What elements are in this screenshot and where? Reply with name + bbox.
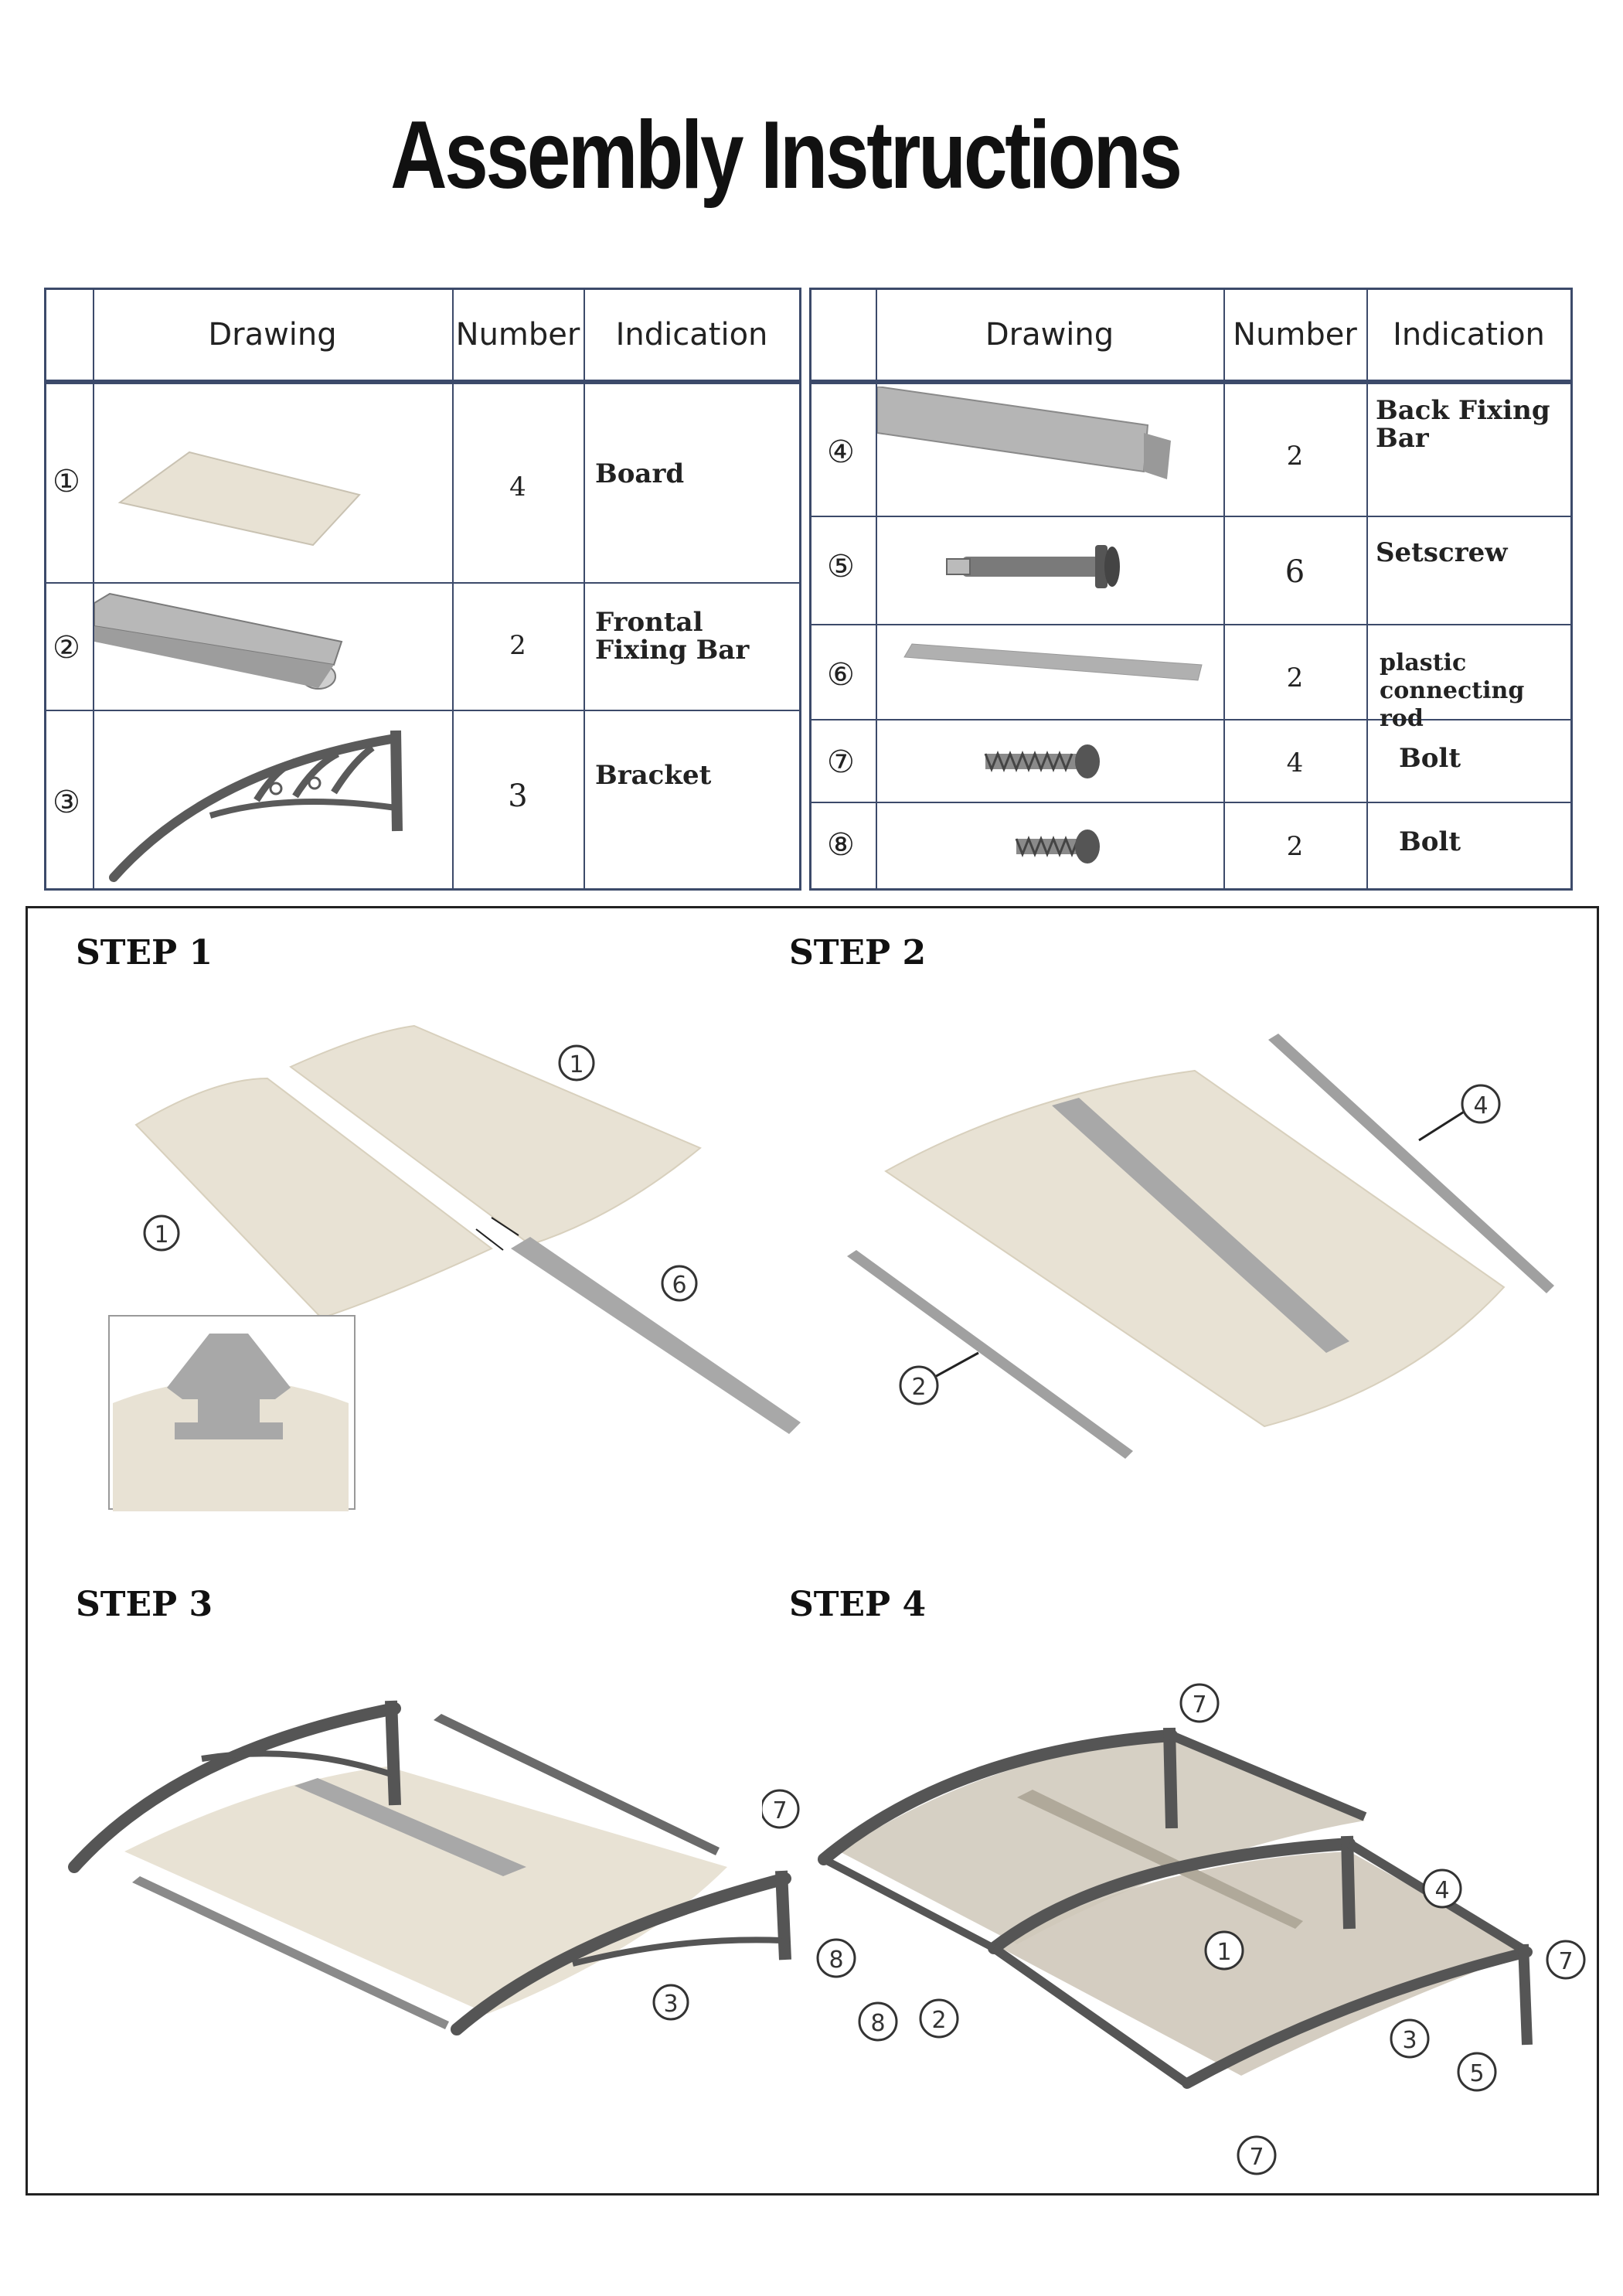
callout: 8 bbox=[858, 2001, 898, 2042]
svg-text:8: 8 bbox=[870, 2010, 885, 2037]
parts-table-left: Drawing Number Indication ① 4 Board ② 2 … bbox=[44, 288, 801, 891]
header-number: Number bbox=[452, 290, 584, 384]
row-number: 2 bbox=[1286, 831, 1304, 862]
row-indication: Back Fixing Bar bbox=[1376, 395, 1550, 454]
row-index: ③ bbox=[53, 785, 80, 820]
page-title: Assembly Instructions bbox=[390, 102, 1182, 209]
callout: 4 bbox=[1422, 1868, 1462, 1909]
parts-table-right: Drawing Number Indication ④ 2 Back Fixin… bbox=[809, 288, 1573, 891]
svg-text:8: 8 bbox=[829, 1947, 843, 1974]
svg-text:7: 7 bbox=[1249, 2144, 1264, 2171]
header-index bbox=[812, 290, 876, 384]
callout: 8 bbox=[816, 1938, 856, 1978]
row-indication: Bolt bbox=[1399, 743, 1461, 774]
board-icon bbox=[117, 451, 361, 547]
row-number: 2 bbox=[509, 630, 526, 661]
step-4-label: STEP 4 bbox=[789, 1585, 927, 1624]
callout: 6 bbox=[661, 1265, 698, 1302]
connecting-rod-icon bbox=[903, 643, 1203, 681]
callout: 7 bbox=[762, 1789, 800, 1829]
row-indication: Setscrew bbox=[1376, 537, 1508, 568]
svg-text:7: 7 bbox=[1192, 1691, 1206, 1719]
row-number: 2 bbox=[1286, 441, 1304, 472]
row-number: 6 bbox=[1284, 554, 1305, 590]
frontal-fixing-bar-icon bbox=[94, 592, 343, 690]
callout: 5 bbox=[1457, 2052, 1497, 2092]
row-indication: Bracket bbox=[595, 760, 712, 791]
row-index: ④ bbox=[827, 434, 855, 470]
step-1-illustration: 1 1 6 bbox=[108, 1024, 801, 1511]
row-index: ② bbox=[53, 630, 80, 666]
back-fixing-bar-icon bbox=[877, 387, 1171, 479]
svg-text:6: 6 bbox=[672, 1272, 686, 1299]
row-indication: Bolt bbox=[1399, 826, 1461, 857]
bracket-icon bbox=[109, 730, 403, 882]
row-index: ⑥ bbox=[827, 657, 855, 693]
row-number: 3 bbox=[508, 778, 528, 814]
header-index bbox=[46, 290, 93, 384]
svg-text:3: 3 bbox=[1402, 2027, 1417, 2054]
svg-text:3: 3 bbox=[663, 1991, 678, 2018]
svg-text:1: 1 bbox=[154, 1221, 168, 1248]
callout: 3 bbox=[1390, 2018, 1430, 2059]
step-4-illustration: 7 7 4 1 8 8 2 7 3 5 7 bbox=[762, 1683, 1586, 2175]
callout: 3 bbox=[652, 1984, 689, 2021]
svg-text:2: 2 bbox=[931, 2007, 946, 2034]
row-indication: Frontal Fixing Bar bbox=[595, 607, 750, 666]
callout: 4 bbox=[1461, 1084, 1501, 1124]
step-2-label: STEP 2 bbox=[789, 933, 927, 973]
svg-text:7: 7 bbox=[772, 1797, 787, 1824]
header-drawing: Drawing bbox=[876, 290, 1223, 384]
row-number: 4 bbox=[509, 472, 526, 502]
row-index: ① bbox=[53, 464, 80, 499]
header-indication: Indication bbox=[584, 290, 800, 384]
bolt-icon bbox=[1015, 829, 1100, 864]
callout: 2 bbox=[919, 1998, 959, 2039]
row-indication: Board bbox=[595, 458, 685, 489]
assembly-steps-panel: STEP 1 STEP 2 STEP 3 STEP 4 1 1 6 bbox=[26, 906, 1599, 2196]
callout: 2 bbox=[899, 1365, 939, 1405]
header-indication: Indication bbox=[1366, 290, 1571, 384]
step-1-label: STEP 1 bbox=[76, 933, 213, 973]
callout: 7 bbox=[1179, 1683, 1220, 1723]
svg-text:1: 1 bbox=[569, 1051, 584, 1078]
svg-text:4: 4 bbox=[1473, 1092, 1488, 1119]
row-number: 2 bbox=[1286, 663, 1304, 693]
callout: 1 bbox=[558, 1044, 595, 1082]
header-drawing: Drawing bbox=[93, 290, 452, 384]
bolt-icon bbox=[984, 744, 1100, 778]
svg-text:1: 1 bbox=[1216, 1939, 1231, 1966]
callout: 1 bbox=[1204, 1930, 1244, 1971]
row-index: ⑦ bbox=[827, 744, 855, 780]
svg-text:2: 2 bbox=[911, 1374, 926, 1401]
step-2-illustration: 4 2 bbox=[847, 1034, 1554, 1459]
row-index: ⑧ bbox=[827, 827, 855, 863]
step-3-label: STEP 3 bbox=[76, 1585, 213, 1624]
svg-text:4: 4 bbox=[1434, 1877, 1449, 1904]
callout: 7 bbox=[1546, 1940, 1586, 1980]
header-number: Number bbox=[1223, 290, 1366, 384]
svg-text:5: 5 bbox=[1469, 2060, 1484, 2087]
callout: 1 bbox=[143, 1214, 180, 1252]
setscrew-icon bbox=[946, 545, 1120, 588]
svg-text:7: 7 bbox=[1558, 1948, 1573, 1975]
row-indication: plastic connecting rod bbox=[1380, 649, 1525, 732]
row-index: ⑤ bbox=[827, 549, 855, 584]
row-number: 4 bbox=[1286, 748, 1304, 778]
callout: 7 bbox=[1237, 2135, 1277, 2175]
step-3-illustration: 3 bbox=[68, 1700, 791, 2035]
